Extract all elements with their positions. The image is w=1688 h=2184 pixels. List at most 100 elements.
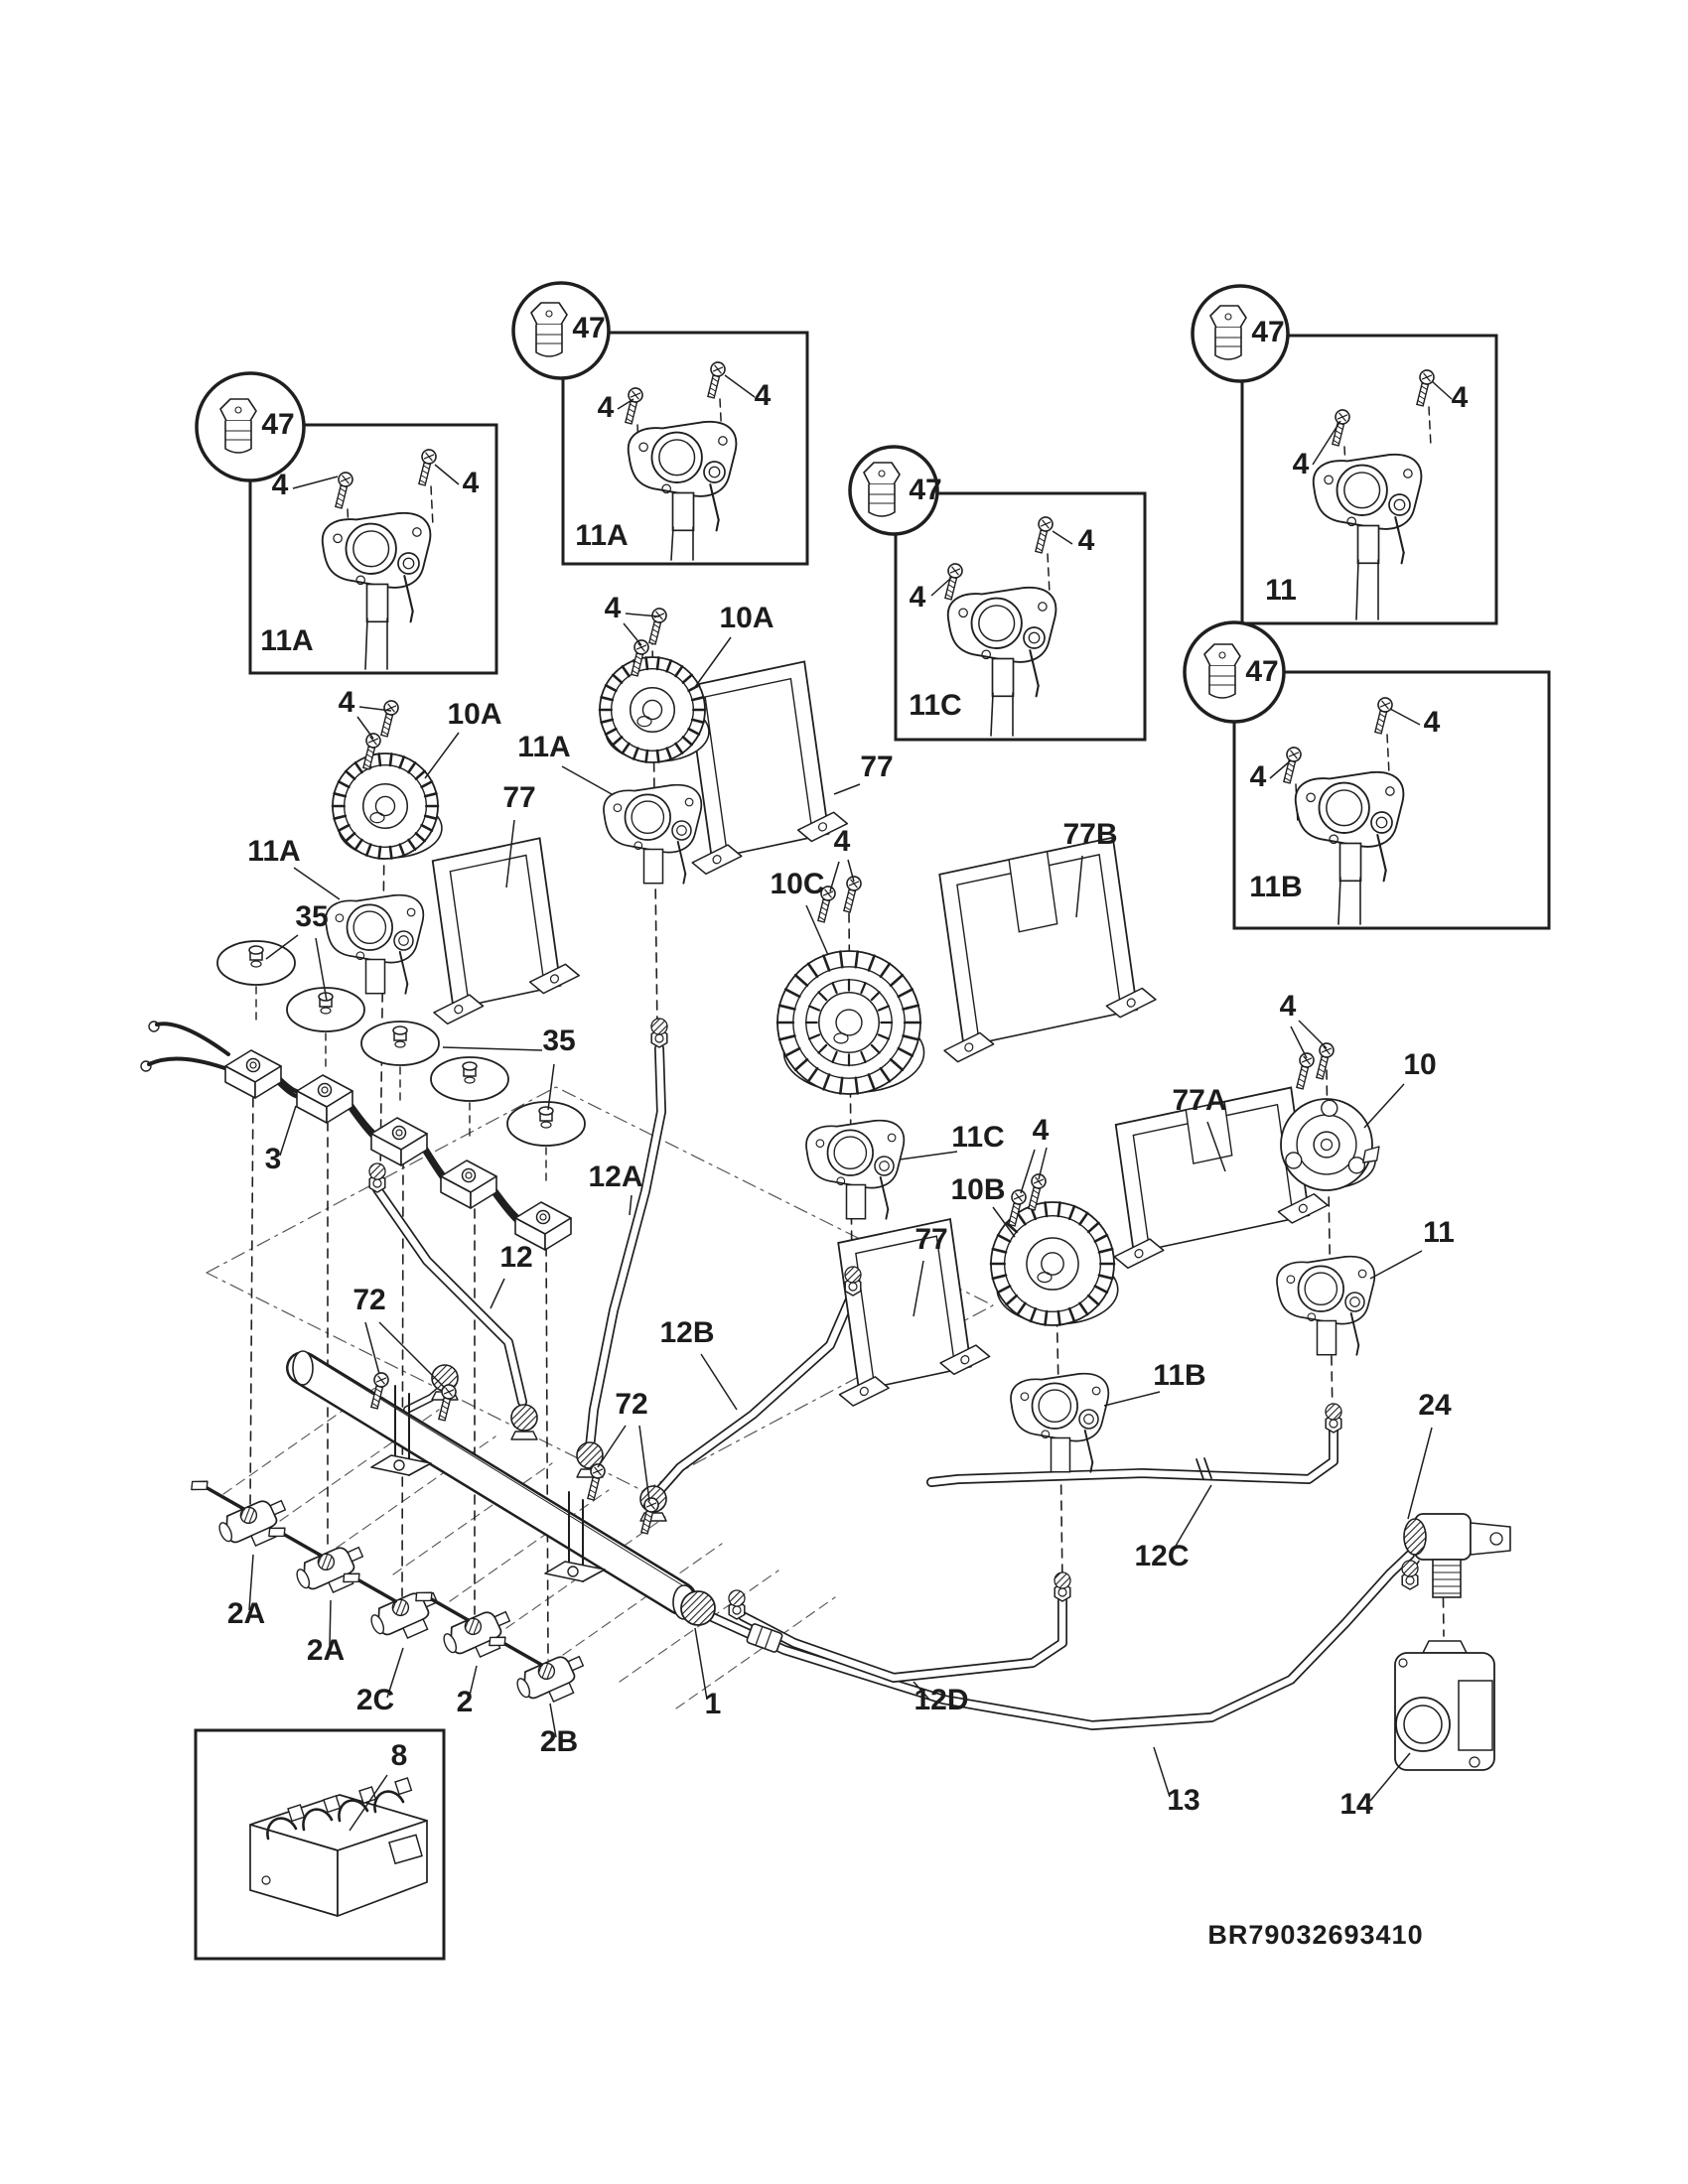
burner-head-10C xyxy=(775,950,925,1095)
tube-fitting-nut xyxy=(1054,1571,1071,1602)
leader-line xyxy=(279,1105,297,1157)
burner-head-10A-left xyxy=(331,752,443,860)
leader-line xyxy=(424,732,460,779)
leader-line xyxy=(638,1425,650,1502)
leader-line xyxy=(1407,1427,1433,1520)
callout-4: 4 xyxy=(1452,381,1469,414)
orifice-holder-11B xyxy=(1294,771,1405,883)
callout-47: 47 xyxy=(1251,316,1284,348)
screw-4 xyxy=(625,387,643,425)
screw-4 xyxy=(817,886,836,923)
burner-cap-35 xyxy=(506,1101,586,1186)
leader-line xyxy=(1369,1752,1411,1802)
orifice-spud-47 xyxy=(530,302,568,357)
orifice-holder-11A-2 xyxy=(627,421,738,532)
callout-10: 10 xyxy=(1403,1048,1436,1081)
leader-line xyxy=(623,622,642,646)
callout-11B: 11B xyxy=(1249,871,1302,903)
leader-line xyxy=(358,706,392,712)
tube-fitting-nut xyxy=(1325,1403,1342,1433)
orifice-holder-3 xyxy=(224,1049,282,1099)
leader-line xyxy=(913,1681,930,1701)
callout-13: 13 xyxy=(1167,1784,1199,1817)
leader-line xyxy=(1171,1484,1212,1554)
inlet-elbow-24 xyxy=(1403,1513,1511,1598)
callout-35: 35 xyxy=(295,900,328,933)
leader-line xyxy=(293,867,341,900)
callout-8: 8 xyxy=(391,1739,408,1772)
callout-4: 4 xyxy=(463,467,480,499)
leader-line xyxy=(597,1425,627,1468)
callout-47: 47 xyxy=(1245,655,1278,688)
callout-2B: 2B xyxy=(540,1725,578,1758)
orifice-holder-3 xyxy=(440,1160,497,1209)
leader-line xyxy=(1052,530,1073,545)
callout-4: 4 xyxy=(272,469,289,501)
burner-base-11C xyxy=(805,1119,906,1220)
leader-line xyxy=(1290,1025,1308,1059)
callout-47: 47 xyxy=(261,408,294,441)
leader-line xyxy=(829,861,840,892)
surface-valve-2A-2 xyxy=(268,1527,364,1594)
tube-12B xyxy=(652,1288,858,1498)
screw-4 xyxy=(1035,516,1054,554)
screw-4 xyxy=(1316,1042,1335,1080)
surface-valve-2C xyxy=(343,1572,439,1640)
igniter-rail-3 xyxy=(140,1021,572,1251)
surface-valve-2B xyxy=(489,1636,585,1704)
leader-line xyxy=(992,1206,1016,1238)
leader-line xyxy=(364,1321,380,1375)
callout-10B: 10B xyxy=(950,1173,1005,1206)
inset-box-11C xyxy=(848,445,1147,742)
leader-line xyxy=(1269,759,1292,779)
callout-2C: 2C xyxy=(356,1684,394,1716)
callout-77B: 77B xyxy=(1062,818,1117,851)
tube-12C xyxy=(926,1425,1338,1487)
leader-line xyxy=(617,398,634,410)
spud-circle-47 xyxy=(1191,284,1290,383)
leader-line xyxy=(847,859,855,883)
pipe-strap xyxy=(544,1491,606,1582)
callout-12B: 12B xyxy=(659,1316,714,1349)
screw-4 xyxy=(1008,1189,1027,1227)
callout-47: 47 xyxy=(909,474,941,506)
layer-inset-boxes xyxy=(194,281,1551,1961)
callout-11A: 11A xyxy=(575,519,628,552)
callout-47: 47 xyxy=(572,312,605,344)
callout-2A: 2A xyxy=(227,1597,265,1630)
manifold-port-cap xyxy=(510,1404,538,1440)
callout-4: 4 xyxy=(1293,448,1310,480)
leader-line xyxy=(547,1063,555,1111)
tube-fitting-nut xyxy=(368,1162,386,1193)
leader-line xyxy=(292,476,339,489)
callout-77: 77 xyxy=(502,781,535,814)
leader-line xyxy=(805,904,829,956)
tube-12 xyxy=(372,1184,527,1407)
screw-4 xyxy=(843,876,862,913)
leader-line xyxy=(1153,1746,1171,1798)
tube-12A xyxy=(585,1043,666,1452)
orifice-holder-11 xyxy=(1312,454,1423,565)
callout-4: 4 xyxy=(339,686,355,719)
burner-base-11A-left xyxy=(325,893,425,995)
callout-4: 4 xyxy=(598,391,615,424)
orifice-spud-47 xyxy=(1209,305,1247,360)
burner-head-10A-center xyxy=(598,656,710,763)
leader-line xyxy=(1020,1149,1036,1194)
spud-circle-47 xyxy=(1183,620,1286,724)
layer-phantom-lines xyxy=(206,1086,994,1709)
callout-11C: 11C xyxy=(909,689,961,722)
callout-4: 4 xyxy=(910,581,926,614)
leader-line xyxy=(833,783,861,795)
callout-4: 4 xyxy=(834,825,851,858)
orifice-spud-47 xyxy=(1203,643,1241,699)
callout-10A: 10A xyxy=(719,602,774,634)
burner-cap-35 xyxy=(360,1021,440,1106)
screw-4 xyxy=(631,639,649,677)
leader-line xyxy=(1075,855,1083,918)
screw-4 xyxy=(587,1463,606,1501)
burner-head-10 xyxy=(1280,1098,1380,1191)
screw-4 xyxy=(640,1497,659,1535)
